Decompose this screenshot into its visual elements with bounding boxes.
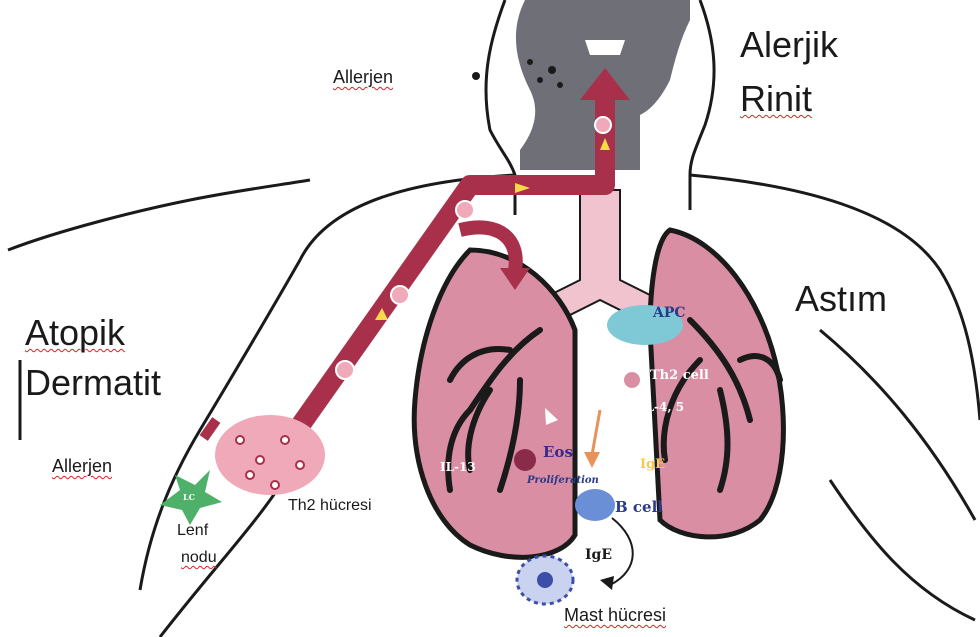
ige-arrow — [610, 518, 633, 585]
eos-cell — [514, 449, 536, 471]
allergen-dot — [472, 72, 480, 80]
lymph-node — [215, 415, 325, 495]
apc-label: APC — [653, 305, 686, 321]
mast-cell-label: Mast hücresi — [564, 605, 666, 626]
b-cell — [575, 489, 615, 521]
left-lung — [414, 250, 575, 557]
allergen-dot — [537, 77, 543, 83]
skin-lesion — [200, 417, 221, 441]
allergic-rhinitis-line1: Alerjik — [740, 24, 838, 65]
allergen-left-label: Allerjen — [52, 456, 112, 477]
orange-arrow — [592, 410, 600, 455]
lymph-node-label-line2: nodu — [181, 549, 217, 567]
atopic-line1: Atopik — [25, 312, 125, 353]
ige-arrow-head — [600, 576, 614, 590]
atopic-line2: Dermatit — [25, 362, 161, 403]
ige-bottom-label: IgE — [585, 547, 612, 563]
right-lung — [650, 230, 783, 537]
th2-cell-lung — [623, 371, 641, 389]
ige-lung-label: IgE — [640, 457, 665, 472]
allergen-top-label: Allerjen — [333, 67, 393, 88]
il13-label: IL-13 — [440, 460, 476, 474]
proliferation-label: Proliferation — [527, 475, 599, 486]
lc-label: LC — [183, 492, 195, 502]
b-cell-label: B cell — [615, 498, 663, 516]
allergen-dot — [548, 66, 556, 74]
eos-label: Eos — [543, 443, 573, 461]
mast-cell-nucleus — [537, 572, 553, 588]
il45-label: IL-4, 5 — [640, 400, 684, 414]
allergen-dot — [557, 82, 563, 88]
orange-arrow-head — [584, 452, 600, 468]
face-mouth — [585, 40, 625, 55]
allergic-rhinitis-line2: Rinit — [740, 78, 812, 119]
allergen-dot — [527, 59, 533, 65]
asthma-label: Astım — [795, 278, 887, 319]
th2-label: Th2 hücresi — [288, 497, 372, 515]
th2-cell-label: Th2 cell — [650, 368, 709, 383]
lymph-node-label-line1: Lenf — [177, 522, 208, 540]
